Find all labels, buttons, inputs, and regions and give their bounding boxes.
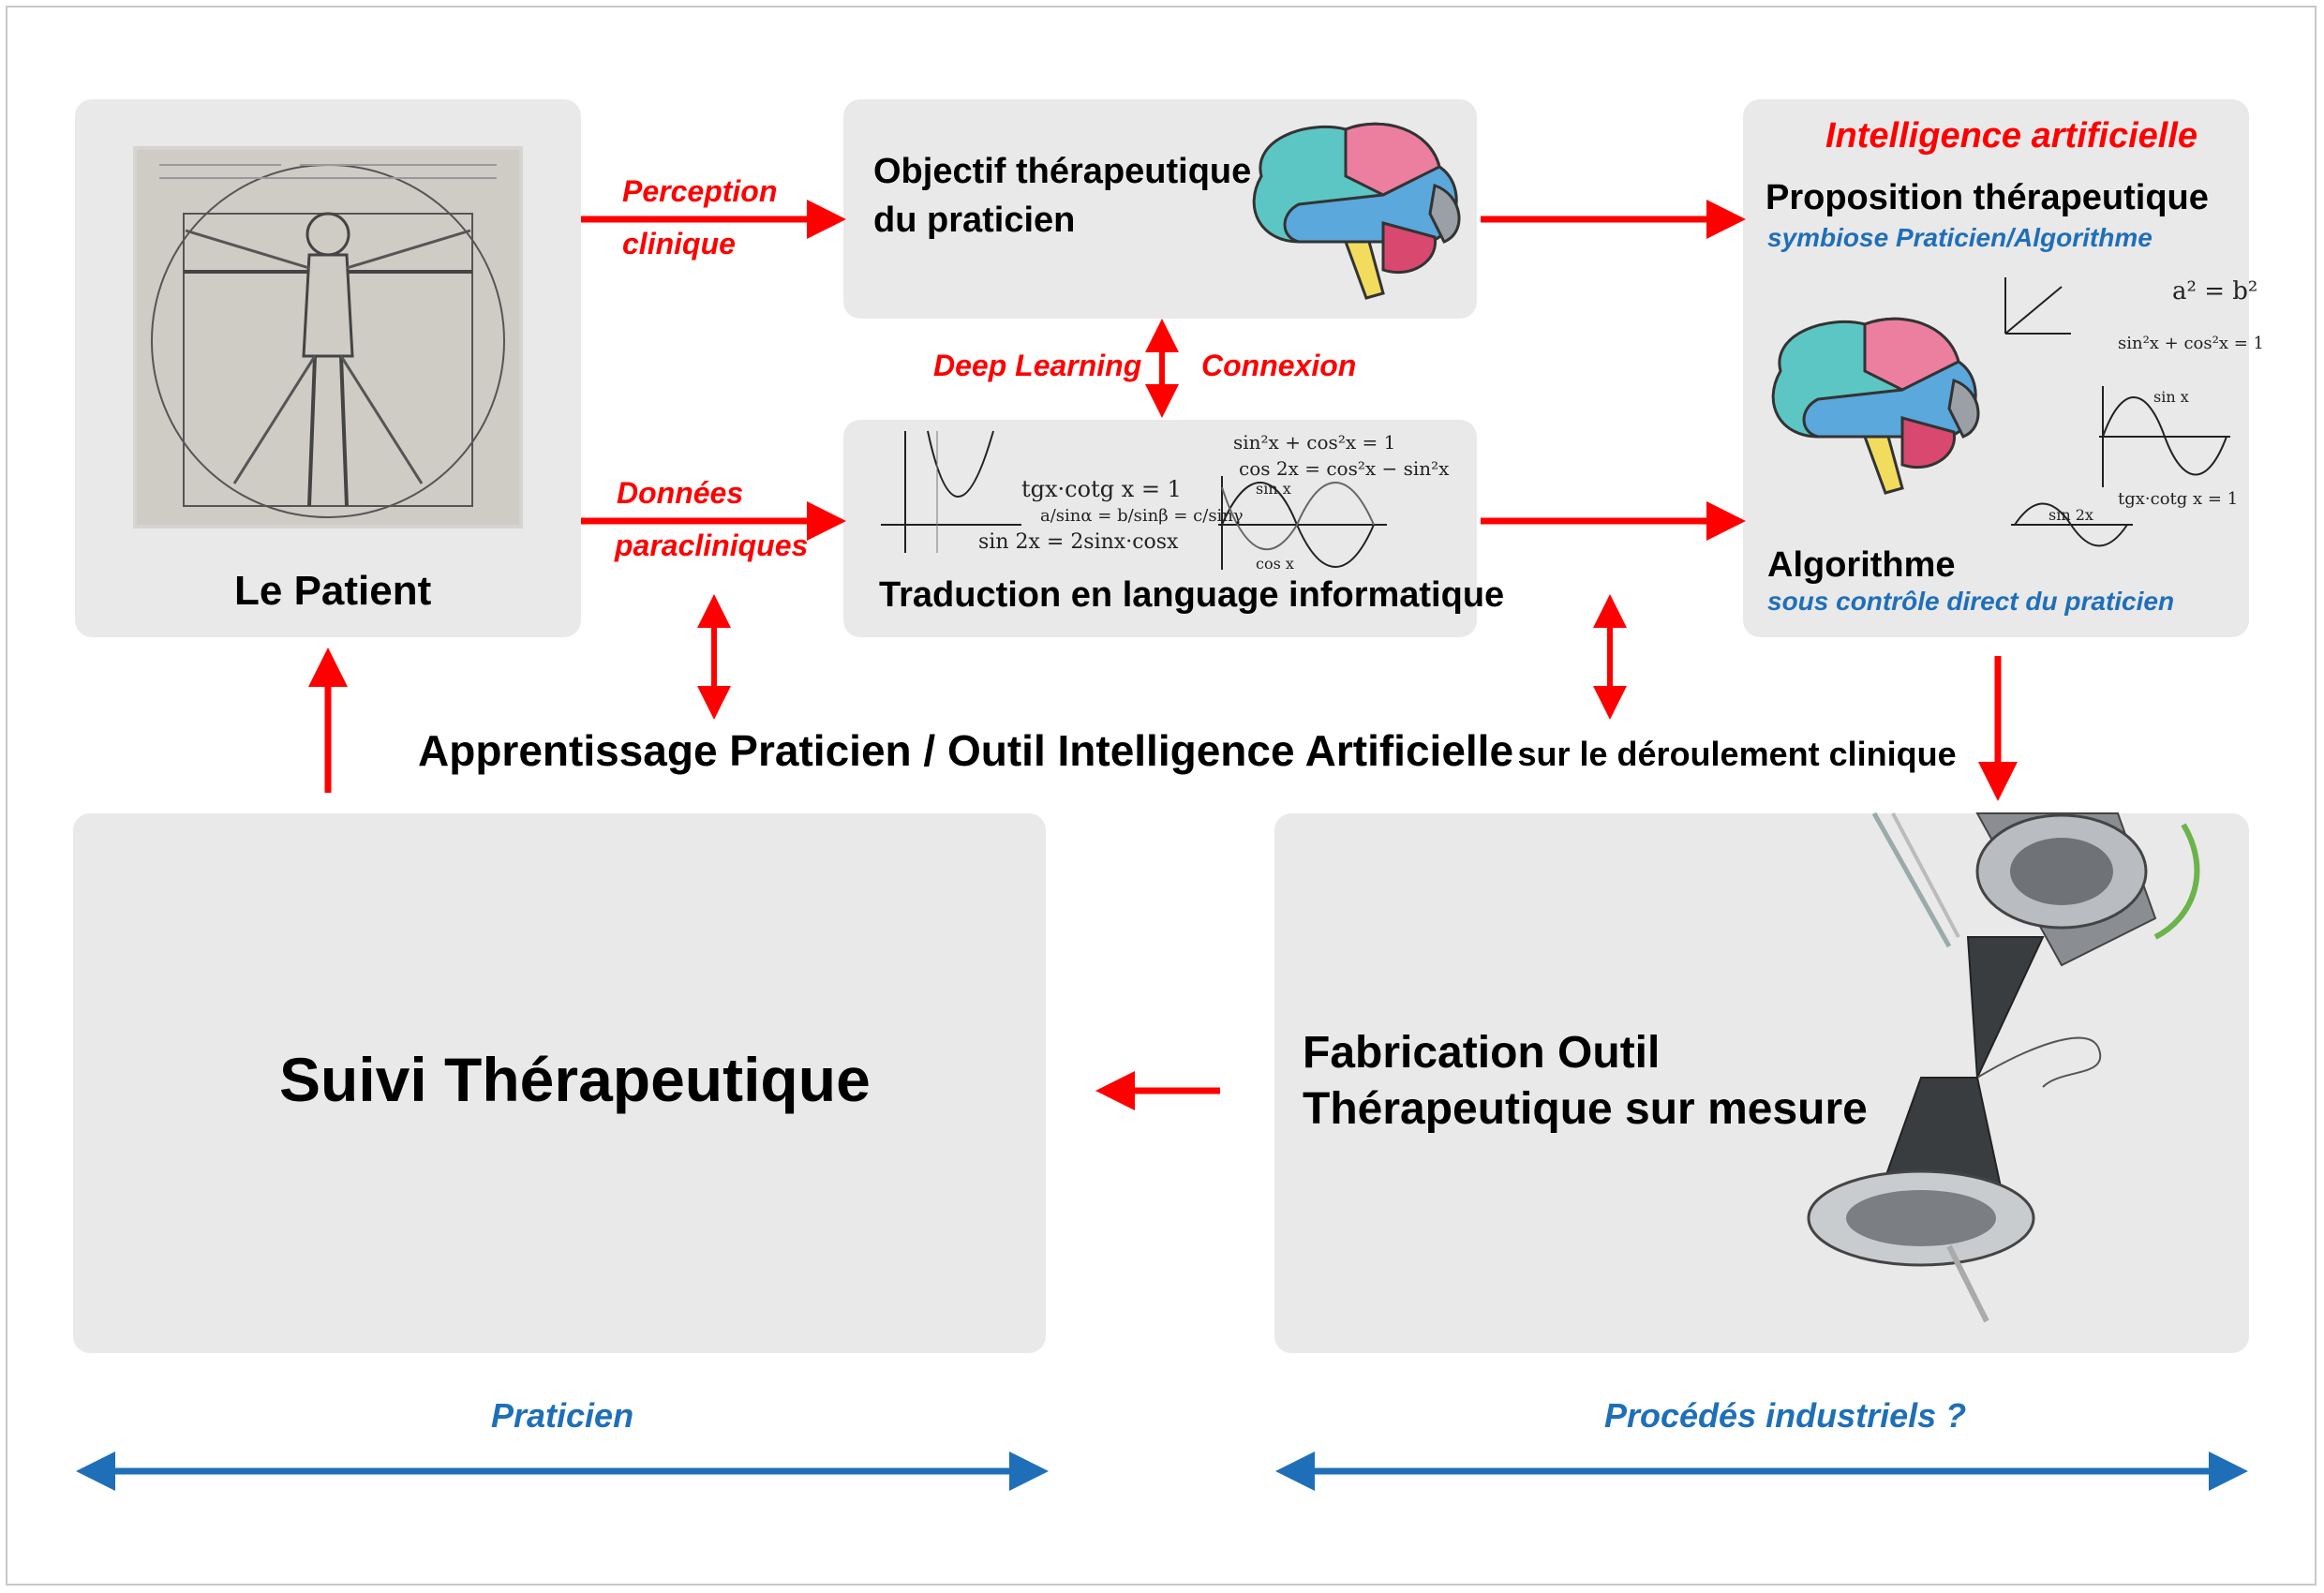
praticien-label: Praticien — [491, 1396, 634, 1435]
fabrication-label-2: Thérapeutique sur mesure — [1303, 1084, 1868, 1134]
math-eq-4: sin 2x = 2sinx·cosx — [978, 530, 1179, 554]
ia-algorithme: Algorithme — [1767, 545, 1956, 585]
procedes-label: Procédés industriels ? — [1604, 1396, 1967, 1435]
donnees-label-1: Données — [617, 476, 744, 510]
patient-label: Le Patient — [234, 568, 432, 614]
perception-label-1: Perception — [622, 174, 778, 208]
patient-box — [75, 99, 581, 637]
math-eq-11: cos x — [1256, 555, 1294, 573]
fabrication-label-1: Fabrication Outil — [1303, 1028, 1661, 1078]
page-frame — [6, 6, 2317, 1586]
math-eq-9: sin 2x — [2048, 506, 2093, 524]
math-eq-12: sin x — [1256, 480, 1291, 498]
math-eq-8: tgx·cotg x = 1 — [2118, 489, 2239, 509]
math-eq-10: sin x — [2153, 388, 2189, 406]
objectif-title-1: Objectif thérapeutique — [873, 152, 1252, 191]
perception-label-2: clinique — [622, 227, 736, 261]
deep-learning-label: Deep Learning — [933, 349, 1142, 382]
math-eq-3: cos 2x = cos²x − sin²x — [1239, 457, 1450, 480]
apprentissage-label: Apprentissage Praticien / Outil Intellig… — [418, 725, 1957, 776]
ia-symbiose: symbiose Praticien/Algorithme — [1767, 223, 2153, 252]
objectif-title-2: du praticien — [873, 201, 1076, 240]
math-eq-5: a/sinα = b/sinβ = c/sinγ — [1040, 506, 1244, 526]
math-eq-6: a² = b² — [2172, 277, 2258, 305]
donnees-label-2: paracliniques — [615, 529, 809, 562]
math-eq-7: sin²x + cos²x = 1 — [2118, 334, 2264, 353]
apprentissage-suffix: sur le déroulement clinique — [1517, 735, 1957, 773]
math-eq-2: sin²x + cos²x = 1 — [1233, 431, 1396, 454]
traduction-label: Traduction en language informatique — [879, 575, 1505, 615]
ia-proposition: Proposition thérapeutique — [1765, 178, 2209, 217]
ia-controle: sous contrôle direct du praticien — [1767, 587, 2175, 616]
suivi-label: Suivi Thérapeutique — [279, 1045, 871, 1114]
ia-title: Intelligence artificielle — [1825, 116, 2198, 156]
connexion-label: Connexion — [1201, 349, 1357, 382]
math-eq-1: tgx·cotg x = 1 — [1021, 476, 1182, 502]
suivi-box — [73, 813, 1046, 1353]
apprentissage-main: Apprentissage Praticien / Outil Intellig… — [418, 726, 1514, 775]
